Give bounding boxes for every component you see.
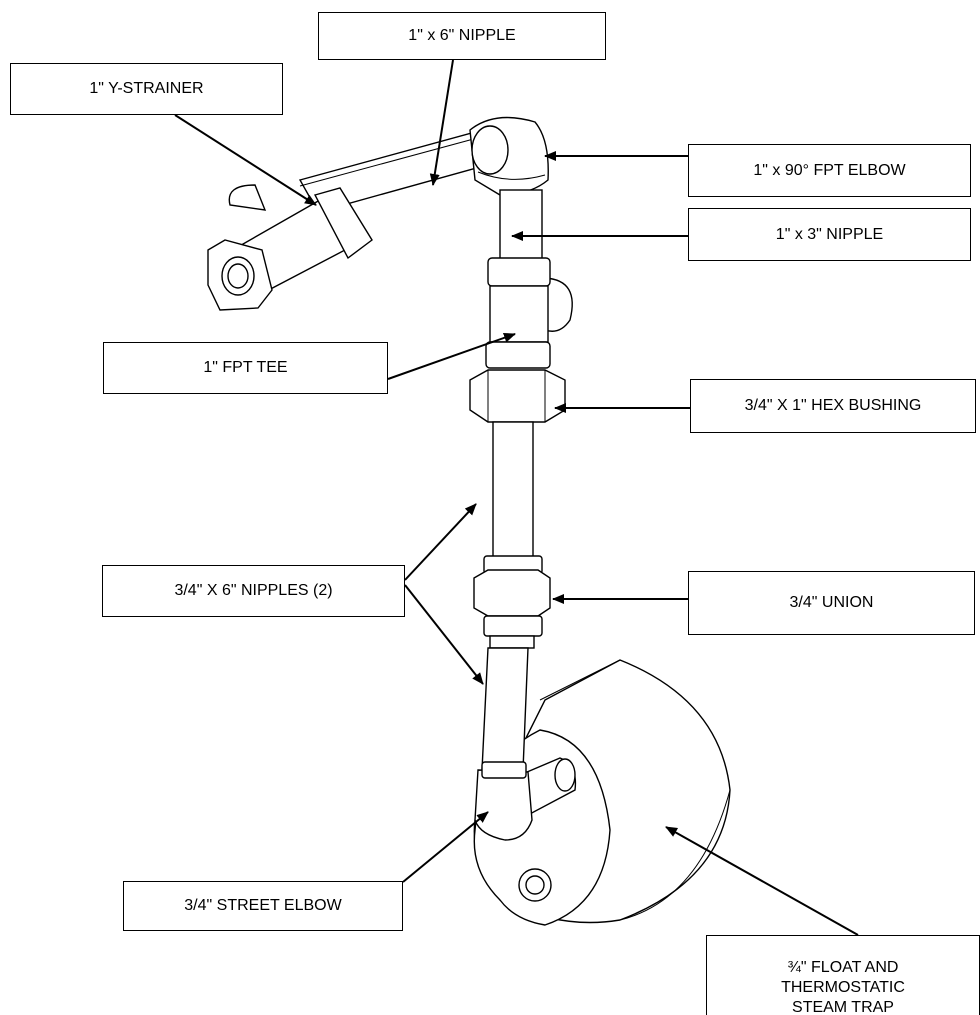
upper-nipple-3-4-shape (492, 421, 534, 563)
label-nipple-1x3: 1" x 3" NIPPLE (688, 208, 971, 261)
arrow-tee (387, 332, 516, 380)
label-nipples-3-4x6: 3/4" X 6" NIPPLES (2) (102, 565, 405, 617)
arrow-steam-trap (665, 826, 859, 936)
arrow-street-elbow (402, 811, 489, 883)
label-steam-trap: ¾" FLOAT AND THERMOSTATIC STEAM TRAP (706, 935, 980, 1015)
label-tee: 1" FPT TEE (103, 342, 388, 394)
street-elbow-shape (474, 757, 577, 841)
label-street-elbow: 3/4" STREET ELBOW (123, 881, 403, 931)
arrow-nipples-upper (404, 503, 477, 581)
label-nipple-1x6: 1" x 6" NIPPLE (318, 12, 606, 60)
hex-bushing-shape (469, 369, 566, 423)
label-y-strainer: 1" Y-STRAINER (10, 63, 283, 115)
nipple-1x3-shape (499, 189, 543, 266)
arrow-y-strainer (174, 114, 317, 206)
lower-nipple-3-4-shape (481, 647, 529, 771)
arrow-nipples-lower (404, 584, 484, 685)
arrow-nipple-1x6 (429, 59, 454, 186)
leader-arrows (174, 59, 859, 936)
y-strainer-shape (207, 184, 373, 311)
union-shape (473, 555, 551, 649)
tee-shape (485, 257, 573, 369)
label-elbow-90: 1" x 90° FPT ELBOW (688, 144, 971, 197)
label-hex-bushing: 3/4" X 1" HEX BUSHING (690, 379, 976, 433)
elbow-90-shape (469, 116, 549, 196)
label-union: 3/4" UNION (688, 571, 975, 635)
